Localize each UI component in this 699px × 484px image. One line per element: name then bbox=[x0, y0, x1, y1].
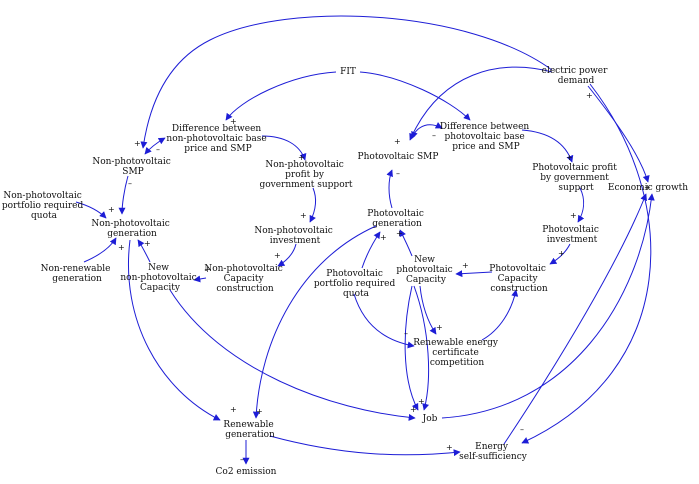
polarity-plus: + bbox=[566, 153, 573, 162]
polarity-minus: – bbox=[520, 425, 524, 434]
node-energy-self-sufficiency: Energy self-sufficiency bbox=[459, 442, 528, 462]
edge-pv-generation-to-smp bbox=[386, 169, 393, 209]
edge-diff-pv-to-profit bbox=[521, 129, 574, 163]
edge-nonpv-construction-to-capacity bbox=[193, 275, 207, 283]
polarity-minus: – bbox=[432, 131, 436, 140]
node-nonpv-profit: Non-photovoltaic profit by government su… bbox=[259, 160, 352, 190]
polarity-plus: + bbox=[300, 211, 307, 220]
polarity-plus: + bbox=[570, 211, 577, 220]
edge-diff-pv-smp bbox=[411, 122, 443, 139]
polarity-plus: + bbox=[380, 233, 387, 242]
polarity-signs: + – + + + + + – + + + + – – + + + + – + … bbox=[108, 91, 651, 464]
node-pv-smp: Photovoltaic SMP bbox=[358, 152, 439, 162]
polarity-plus: + bbox=[396, 229, 403, 238]
node-electric-power-demand: electric power demand bbox=[542, 66, 611, 86]
edge-demand-to-nonpv-smp bbox=[140, 15, 553, 149]
edge-nonrenewable-to-nonpv-generation bbox=[83, 237, 117, 263]
edge-diff-nonpv-smp bbox=[144, 137, 166, 155]
edge-diff-nonpv-to-profit bbox=[261, 135, 307, 161]
edge-nonpv-capacity-to-generation bbox=[137, 239, 151, 263]
node-fit: FIT bbox=[340, 67, 356, 77]
node-job: Job bbox=[422, 414, 438, 424]
polarity-plus: + bbox=[446, 443, 453, 452]
polarity-plus: + bbox=[436, 323, 443, 332]
edge-demand-to-self-sufficiency bbox=[521, 83, 652, 444]
polarity-plus: + bbox=[134, 139, 141, 148]
node-nonrenewable-generation: Non-renewable generation bbox=[41, 264, 114, 284]
edge-pv-profit-to-investment bbox=[577, 187, 585, 223]
edge-nonpv-quota-to-generation bbox=[75, 201, 107, 219]
node-pv-profit: Photovoltaic profit by government suppor… bbox=[532, 163, 619, 193]
polarity-plus: + bbox=[274, 251, 281, 260]
edge-pv-generation-to-job bbox=[413, 285, 430, 411]
edge-rec-to-pv-construction bbox=[481, 289, 519, 341]
node-economic-growth: Economic growth bbox=[608, 183, 688, 193]
node-diff-nonpv: Difference between non-photovoltaic base… bbox=[166, 124, 269, 154]
polarity-plus: + bbox=[108, 205, 115, 214]
edge-pv-capacity-to-job bbox=[404, 285, 419, 411]
node-pv-quota: Photovoltaic portfolio required quota bbox=[314, 269, 398, 299]
node-nonpv-investment: Non-photovoltaic investment bbox=[254, 226, 335, 246]
edge-nonpv-generation-to-renewable bbox=[128, 239, 221, 421]
polarity-plus: + bbox=[586, 91, 593, 100]
node-nonpv-construction: Non-photovoltaic Capacity construction bbox=[204, 264, 285, 294]
edge-renewable-to-self-sufficiency bbox=[269, 435, 461, 457]
polarity-plus: + bbox=[462, 261, 469, 270]
edge-pv-capacity-to-rec bbox=[419, 285, 437, 335]
node-diff-pv: Difference between photovoltaic base pri… bbox=[440, 122, 532, 152]
polarity-plus: + bbox=[558, 249, 565, 258]
edge-fit-to-diff-nonpv bbox=[225, 71, 337, 121]
node-new-nonpv-capacity: New non-photovoltaic Capacity bbox=[120, 263, 199, 293]
node-nonpv-smp: Non-photovoltaic SMP bbox=[92, 157, 173, 177]
edge-pv-quota-to-rec bbox=[353, 293, 415, 349]
node-new-pv-capacity: New photovoltaic Capacity bbox=[396, 255, 455, 285]
edge-pv-capacity-to-generation bbox=[399, 229, 413, 257]
polarity-plus: + bbox=[144, 239, 151, 248]
polarity-plus: + bbox=[204, 265, 211, 274]
edge-job-to-economic-growth bbox=[441, 193, 655, 419]
nodes: FIT electric power demand Economic growt… bbox=[2, 66, 688, 477]
polarity-minus: – bbox=[502, 285, 506, 294]
edge-nonpv-investment-to-construction bbox=[277, 243, 297, 267]
edge-pv-quota-to-generation bbox=[361, 231, 381, 269]
edges bbox=[75, 15, 655, 465]
polarity-minus: – bbox=[156, 145, 160, 154]
edge-nonpv-smp-to-generation bbox=[118, 175, 129, 215]
polarity-plus: + bbox=[418, 397, 425, 406]
polarity-plus: + bbox=[230, 117, 237, 126]
polarity-plus: + bbox=[230, 405, 237, 414]
node-pv-generation: Photovoltaic generation bbox=[367, 209, 426, 229]
node-pv-construction: Photovoltaic Capacity construction bbox=[489, 264, 548, 294]
edge-pv-generation-to-renewable bbox=[252, 225, 377, 419]
polarity-minus: – bbox=[404, 329, 408, 338]
node-nonpv-quota: Non-photovoltaic portfolio required quot… bbox=[2, 191, 86, 221]
polarity-minus: – bbox=[396, 169, 400, 178]
node-renewable-generation: Renewable generation bbox=[223, 420, 276, 440]
edge-demand-to-economic-growth bbox=[587, 85, 650, 183]
node-nonpv-generation: Non-photovoltaic generation bbox=[91, 219, 172, 239]
node-pv-investment: Photovoltaic investment bbox=[542, 225, 601, 245]
polarity-plus: + bbox=[118, 243, 125, 252]
polarity-minus: – bbox=[240, 455, 244, 464]
edge-nonpv-profit-to-investment bbox=[309, 187, 317, 223]
edge-self-sufficiency-to-economic-growth bbox=[503, 193, 647, 445]
polarity-plus: + bbox=[394, 137, 401, 146]
edge-demand-to-pv-smp bbox=[409, 66, 553, 141]
node-co2-emission: Co2 emission bbox=[216, 467, 277, 477]
polarity-plus: + bbox=[256, 407, 263, 416]
polarity-plus: + bbox=[644, 183, 651, 192]
polarity-plus: + bbox=[410, 405, 417, 414]
edge-nonpv-capacity-to-job bbox=[169, 289, 416, 421]
edge-fit-to-diff-pv bbox=[359, 71, 471, 121]
node-rec-competition: Renewable energy certificate competition bbox=[413, 338, 501, 368]
polarity-minus: – bbox=[128, 179, 132, 188]
edge-pv-investment-to-construction bbox=[549, 243, 571, 265]
edge-pv-construction-to-capacity bbox=[455, 270, 493, 278]
polarity-plus: + bbox=[298, 153, 305, 162]
